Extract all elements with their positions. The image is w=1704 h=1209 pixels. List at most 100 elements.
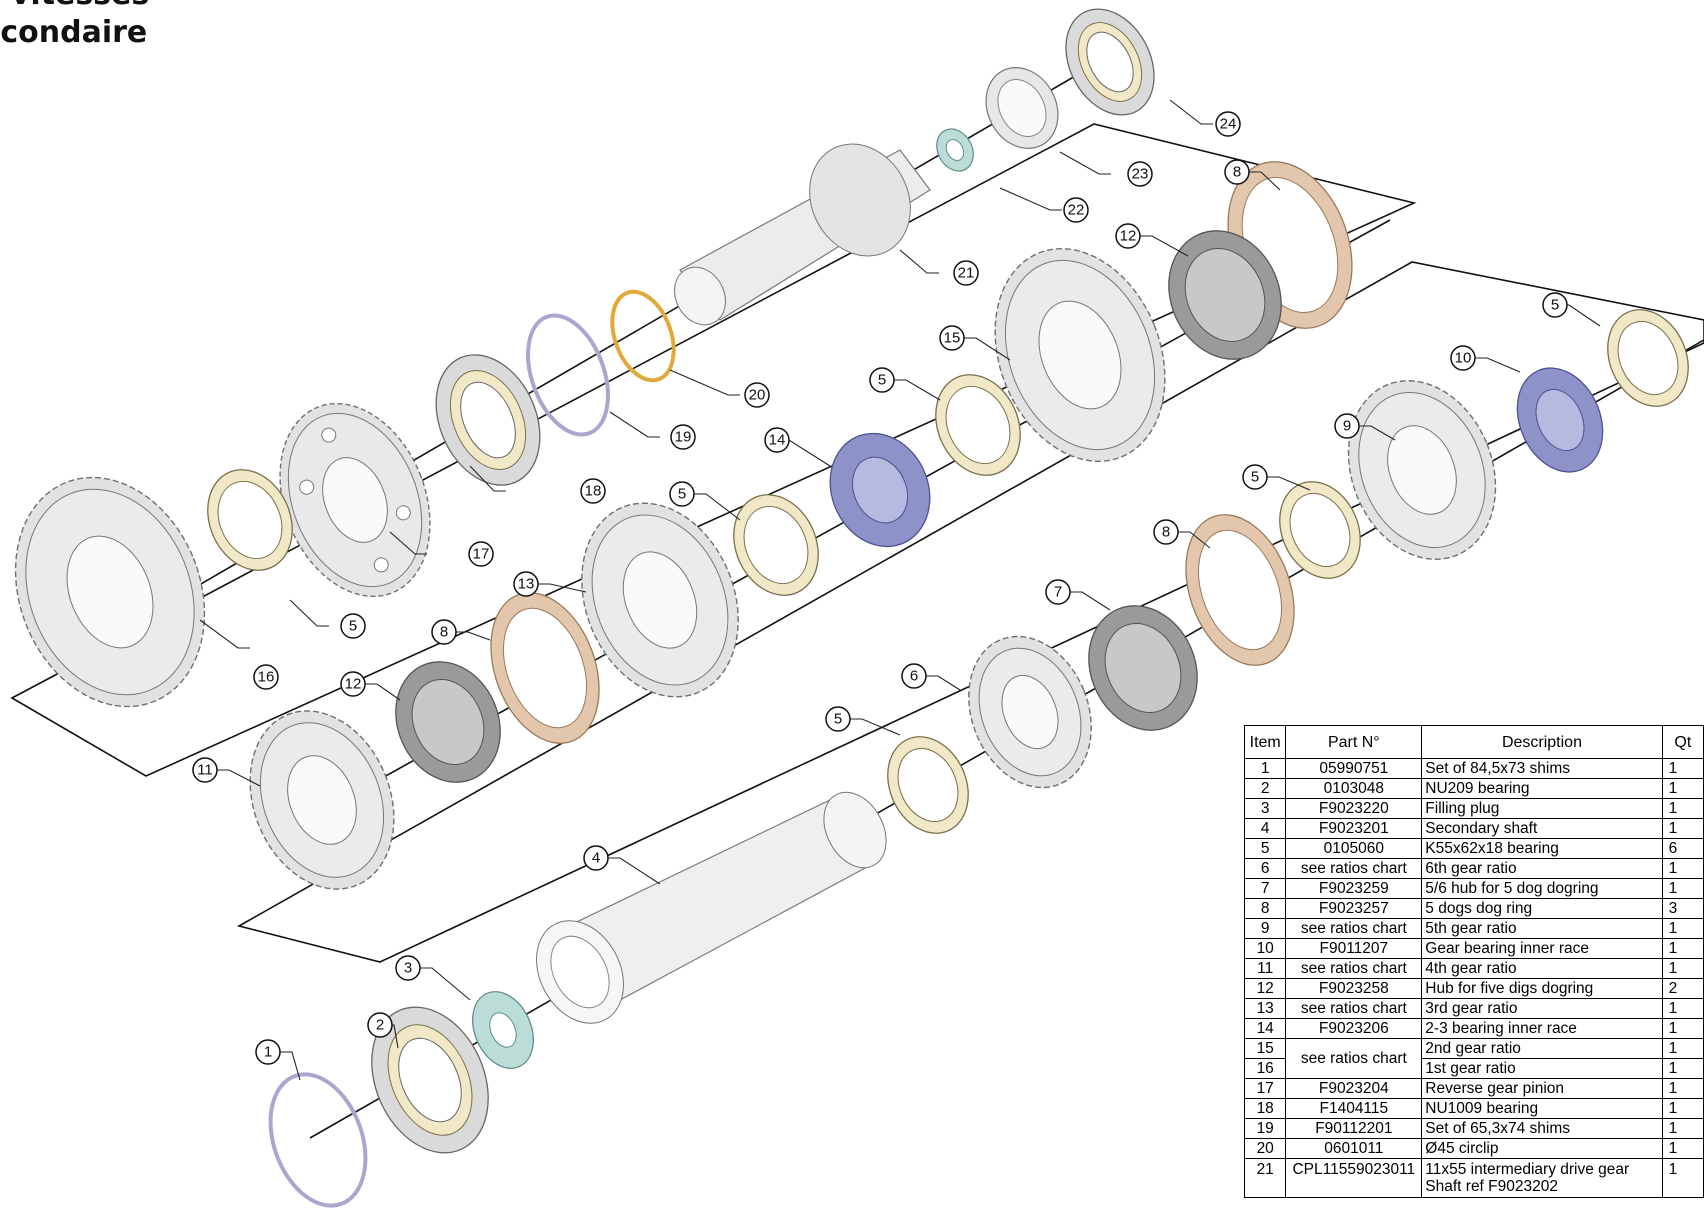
callout-5-mid-b: 5 [669,481,695,507]
bearing-5-low-b [1279,481,1361,579]
bearing-5-mid-a [935,374,1021,476]
callout-4: 4 [583,845,609,871]
description-cell: 3rd gear ratio [1421,998,1663,1019]
part-cell: F9023206 [1285,1018,1423,1039]
qty-cell: 1 [1661,1098,1704,1119]
shim-19 [526,313,610,437]
bearing-5-upper [207,469,293,571]
svg-text:10: 10 [1455,350,1472,367]
callout-8-low: 8 [1153,519,1179,545]
dogring-8-mid [490,592,600,744]
description-cell: NU1009 bearing [1421,1098,1663,1119]
qty-cell: 6 [1661,838,1704,859]
description-cell: Ø45 circlip [1421,1138,1663,1159]
description-cell: 6th gear ratio [1421,858,1663,879]
svg-text:16: 16 [258,669,275,686]
svg-text:5: 5 [834,711,842,728]
callout-5-upper: 5 [340,613,366,639]
description-cell: 5 dogs dog ring [1421,898,1663,919]
callout-24: 24 [1215,111,1241,137]
qty-cell: 1 [1661,1078,1704,1099]
gear-15 [994,247,1166,463]
description-cell: Filling plug [1421,798,1663,819]
spacer-22 [936,128,974,172]
callout-17: 17 [468,541,494,567]
description-cell: NU209 bearing [1421,778,1663,799]
qty-cell: 1 [1661,878,1704,899]
callout-5-mid-a: 5 [869,367,895,393]
title-line-2: econdaire [0,15,148,50]
part-cell: 0103048 [1285,778,1423,799]
part-cell: F9023201 [1285,818,1423,839]
svg-text:17: 17 [473,546,490,563]
svg-text:7: 7 [1054,584,1062,601]
part-cell: see ratios chart [1285,1038,1423,1079]
callout-9: 9 [1334,413,1360,439]
description-cell: Set of 84,5x73 shims [1421,758,1663,779]
description-cell: Hub for five digs dogring [1421,978,1663,999]
bearing-5-mid-b [733,494,819,596]
item-cell: 10 [1243,938,1287,959]
callout-21: 21 [953,260,979,286]
callout-15: 15 [939,325,965,351]
hub-12-upper [1168,230,1282,360]
callout-23: 23 [1127,161,1153,187]
svg-text:19: 19 [675,429,692,446]
qty-cell: 1 [1661,1158,1704,1198]
callout-19: 19 [670,424,696,450]
svg-text:5: 5 [678,486,686,503]
svg-text:15: 15 [944,330,961,347]
description-cell: Gear bearing inner race [1421,938,1663,959]
part-cell: 0105060 [1285,838,1423,859]
title-line-1: e vitesses [0,0,149,14]
description-cell: 5/6 hub for 5 dog dogring [1421,878,1663,899]
description-line-2: Shaft ref F9023202 [1425,1178,1558,1195]
item-cell: 9 [1243,918,1287,939]
callout-3: 3 [395,955,421,981]
description-cell: 2nd gear ratio [1421,1038,1663,1059]
svg-text:5: 5 [1251,469,1259,486]
callout-8-mid: 8 [431,619,457,645]
part-cell: see ratios chart [1285,918,1423,939]
qty-cell: 1 [1661,1038,1704,1059]
svg-text:14: 14 [769,432,786,449]
description-cell: K55x62x18 bearing [1421,838,1663,859]
svg-text:8: 8 [1162,524,1170,541]
svg-text:4: 4 [592,850,600,867]
item-cell: 2 [1243,778,1287,799]
svg-text:8: 8 [1233,164,1241,181]
item-cell: 4 [1243,818,1287,839]
intermediary-shaft-21 [674,143,931,326]
gear-11 [249,710,395,890]
item-cell: 14 [1243,1018,1287,1039]
part-cell: 0601011 [1285,1138,1423,1159]
svg-text:24: 24 [1220,116,1237,133]
description-cell: 5th gear ratio [1421,918,1663,939]
inner-race-14 [829,432,931,548]
circlip-20 [610,289,676,383]
callout-5-low-b: 5 [1242,464,1268,490]
item-cell: 7 [1243,878,1287,899]
header-qty: Qt [1661,725,1704,759]
svg-text:5: 5 [1551,297,1559,314]
svg-text:11: 11 [197,762,213,779]
qty-cell: 1 [1661,818,1704,839]
inner-race-10 [1516,367,1604,473]
callout-13: 13 [513,571,539,597]
callout-16: 16 [253,664,279,690]
callout-10: 10 [1450,345,1476,371]
callout-5-low-a: 5 [1542,292,1568,318]
header-item: Item [1243,725,1287,759]
